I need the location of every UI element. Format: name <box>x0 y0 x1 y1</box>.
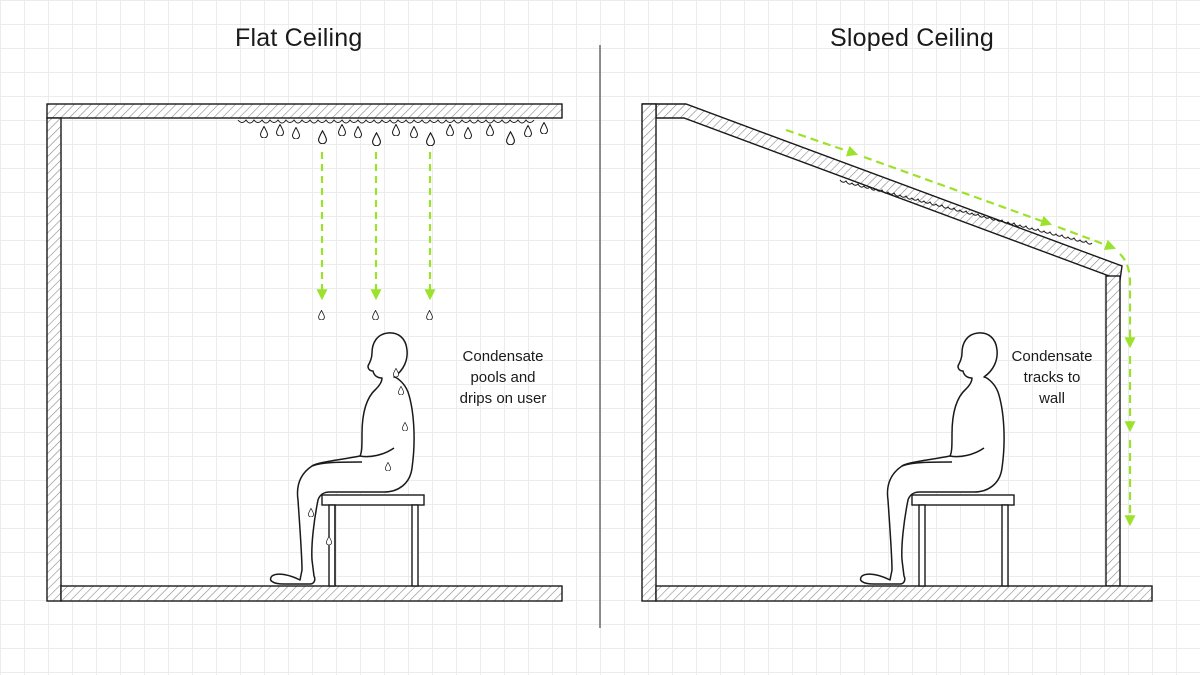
flat-ceiling-title: Flat Ceiling <box>235 24 363 52</box>
flat-callout-line: pools and <box>470 369 536 386</box>
sloped-ceiling-diagram <box>641 103 1153 602</box>
sloped-callout: Condensate tracks to wall <box>1004 346 1100 409</box>
flat-callout-line: Condensate <box>462 348 544 365</box>
sloped-callout-line: Condensate <box>1011 348 1093 365</box>
flat-callout: Condensate pools and drips on user <box>448 346 558 409</box>
slope-flow-arrow <box>1057 225 1117 251</box>
flat-drip-arrows <box>316 152 436 301</box>
sloped-floor-slab <box>655 585 1153 602</box>
sloped-flow-arrows <box>785 128 1136 527</box>
sloped-right-wall <box>1105 275 1121 587</box>
flat-ceiling-droplets <box>260 122 548 146</box>
sloped-room-structure <box>641 103 1153 602</box>
sloped-ceiling-condensate <box>839 179 1093 245</box>
sloped-callout-line: wall <box>1039 390 1065 407</box>
sloped-stool <box>911 494 1015 587</box>
flat-stool <box>321 494 425 587</box>
sloped-seated-person <box>859 332 1005 585</box>
flat-callout-line: drips on user <box>459 390 547 407</box>
slope-flow-arrow <box>863 155 1053 227</box>
flat-seated-person <box>269 332 415 585</box>
flat-room-structure <box>46 103 563 602</box>
falling-droplets <box>318 310 433 320</box>
flat-ceiling-diagram <box>46 103 563 602</box>
wall-flow-arrow <box>1119 253 1136 349</box>
sloped-ceiling-slab <box>642 103 1123 281</box>
flat-floor-slab <box>60 585 563 602</box>
flat-ceiling-condensate <box>237 119 535 124</box>
flat-ceiling-slab <box>46 103 563 119</box>
sloped-ceiling-title: Sloped Ceiling <box>830 24 995 52</box>
sloped-left-wall <box>641 103 657 602</box>
sloped-callout-line: tracks to <box>1023 369 1081 386</box>
flat-left-wall <box>46 117 62 602</box>
